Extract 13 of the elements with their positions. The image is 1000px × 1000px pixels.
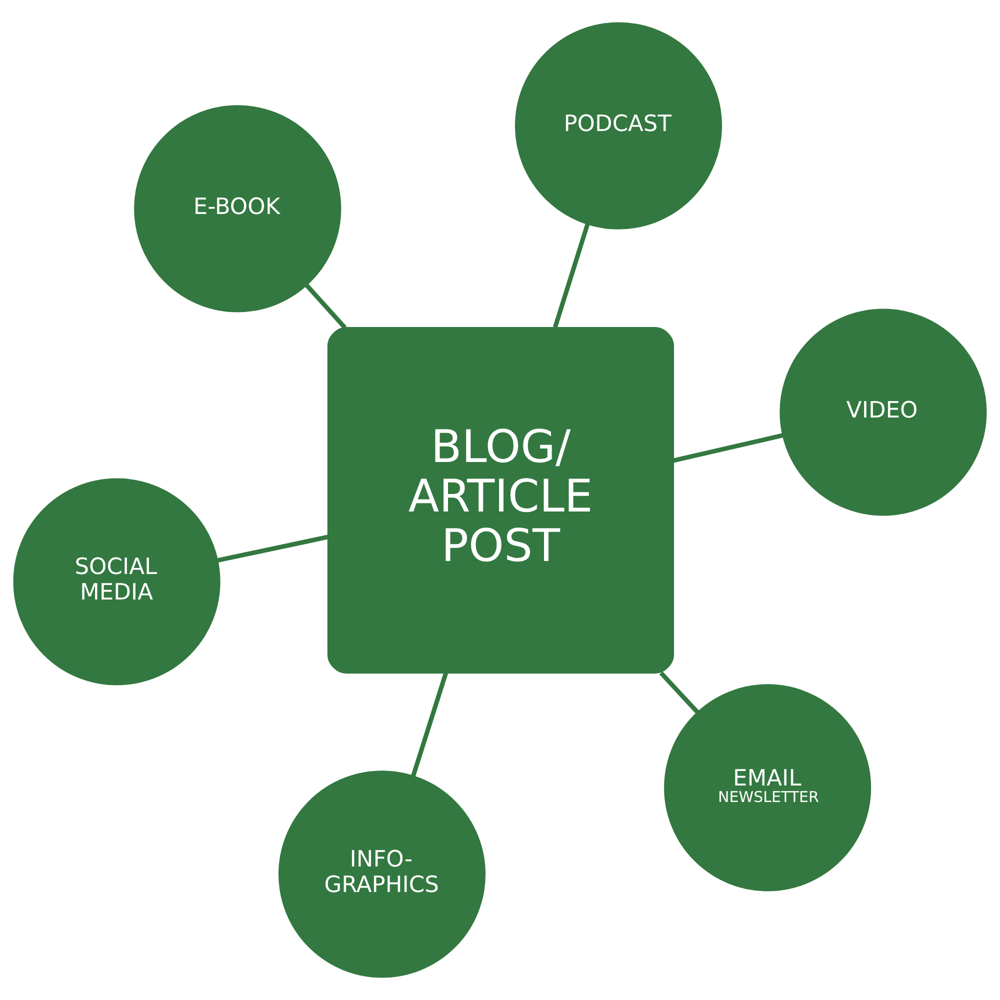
- node-circle: INFO- GRAPHICS: [278, 770, 486, 978]
- connector: [552, 223, 590, 328]
- connector: [217, 534, 328, 562]
- connector: [659, 671, 699, 714]
- node-box: BLOG/ ARTICLE POST: [327, 327, 674, 674]
- connector: [672, 433, 784, 463]
- connector: [304, 284, 347, 330]
- node-circle: EMAIL NEWSLETTER: [664, 684, 872, 892]
- node-circle: VIDEO: [780, 308, 987, 516]
- connector: [411, 672, 448, 777]
- node-circle: SOCIAL MEDIA: [13, 478, 220, 686]
- node-circle: PODCAST: [514, 22, 722, 230]
- node-circle: E-BOOK: [134, 105, 342, 312]
